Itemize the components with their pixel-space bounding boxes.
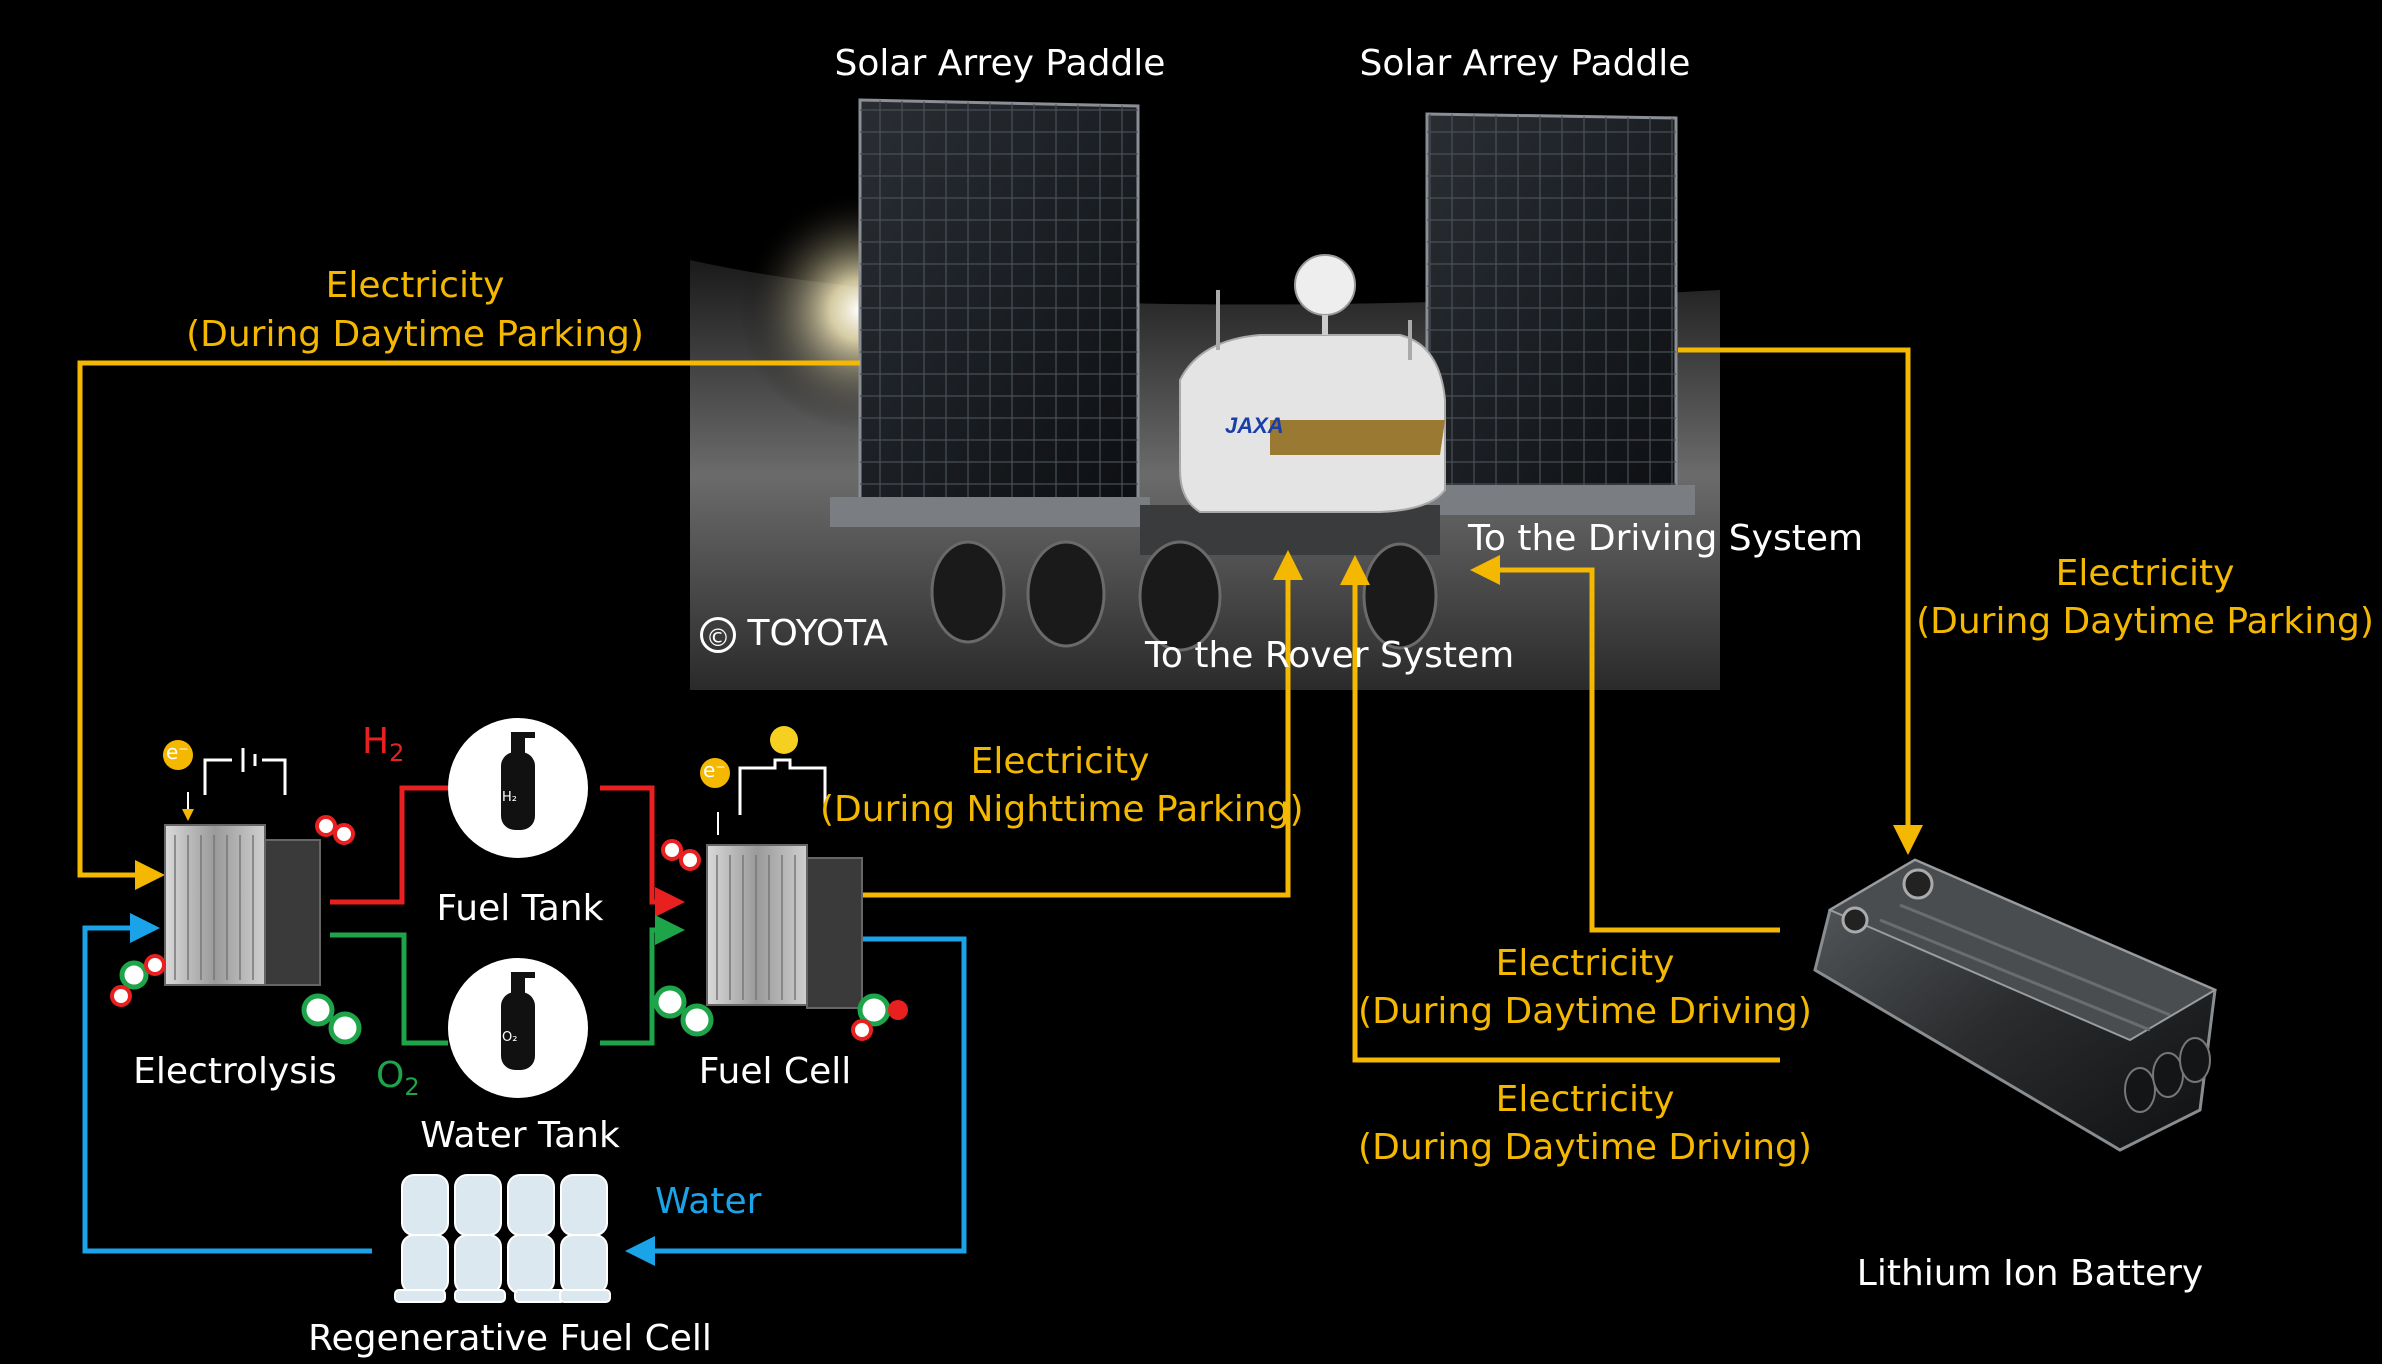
rover-wheels bbox=[930, 540, 1438, 652]
oxygen-lines bbox=[330, 915, 685, 1046]
line-h2-to-fuelcell bbox=[600, 785, 685, 917]
water-bottles-icon bbox=[394, 1174, 611, 1303]
lithium-ion-battery-label: Lithium Ion Battery bbox=[1856, 1253, 2204, 1294]
water-tank-label: Water Tank bbox=[420, 1115, 620, 1156]
elec-night-parking-line1: Electricity bbox=[970, 741, 1150, 782]
line-daytime-parking-right bbox=[1678, 347, 1923, 855]
water-label: Water bbox=[655, 1181, 762, 1222]
to-rover-system-label: To the Rover System bbox=[1145, 635, 1515, 676]
line-water-out bbox=[82, 913, 372, 1254]
electron-icon-fuelcell: e⁻ bbox=[703, 758, 726, 782]
elec-night-parking-line2: (During Nighttime Parking) bbox=[820, 789, 1304, 830]
fuel-tank-icon bbox=[448, 718, 588, 858]
elec-day-driving-2-line2: (During Daytime Driving) bbox=[1358, 1127, 1812, 1168]
fuel-cell-label: Fuel Cell bbox=[698, 1051, 852, 1092]
elec-day-parking-left-line2: (During Daytime Parking) bbox=[186, 314, 644, 355]
molecule-icons bbox=[110, 740, 908, 1045]
hydrogen-lines bbox=[330, 785, 685, 917]
h2-label: H2 bbox=[362, 721, 405, 768]
elec-day-parking-left-line1: Electricity bbox=[325, 265, 505, 306]
elec-day-driving-2-line1: Electricity bbox=[1495, 1079, 1675, 1120]
water-tank-icon bbox=[448, 958, 588, 1098]
line-o2-to-tank bbox=[330, 932, 448, 1046]
line-h2-to-tank bbox=[330, 785, 448, 905]
toyota-label: TOYOTA bbox=[747, 613, 888, 654]
copyright-icon: © bbox=[700, 617, 736, 653]
water-tank-symbol: O₂ bbox=[502, 1030, 518, 1045]
o2-label: O2 bbox=[376, 1055, 420, 1102]
electrolysis-stack bbox=[164, 748, 321, 986]
elec-day-driving-1-line1: Electricity bbox=[1495, 943, 1675, 984]
line-nighttime-parking bbox=[862, 550, 1303, 898]
line-o2-to-fuelcell bbox=[600, 915, 685, 1046]
solar-paddle-left-label: Solar Arrey Paddle bbox=[834, 43, 1166, 84]
antenna-dish bbox=[1294, 254, 1356, 316]
rover-photo: JAXA bbox=[680, 0, 1720, 690]
electrolysis-label: Electrolysis bbox=[133, 1051, 337, 1092]
electron-icon-electrolysis: e⁻ bbox=[166, 740, 189, 764]
elec-day-parking-right-line1: Electricity bbox=[2055, 553, 2235, 594]
line-daytime-parking-left bbox=[77, 360, 860, 890]
regenerative-fuel-cell-label: Regenerative Fuel Cell bbox=[308, 1318, 712, 1359]
toyota-copyright: © TOYOTA bbox=[700, 610, 888, 659]
water-lines bbox=[82, 913, 967, 1266]
to-driving-system-label: To the Driving System bbox=[1468, 518, 1864, 559]
fuel-tank-symbol: H₂ bbox=[502, 790, 517, 805]
solar-paddle-right-label: Solar Arrey Paddle bbox=[1359, 43, 1691, 84]
line-water-in bbox=[625, 936, 967, 1266]
lightbulb-icon bbox=[770, 726, 798, 754]
fuelcell-stack bbox=[706, 726, 863, 1009]
elec-day-driving-1-line2: (During Daytime Driving) bbox=[1358, 991, 1812, 1032]
lithium-ion-battery-icon bbox=[1813, 858, 2218, 1152]
line-daytime-driving-2 bbox=[1340, 555, 1780, 1063]
line-daytime-driving-1 bbox=[1470, 555, 1780, 933]
elec-day-parking-right-line2: (During Daytime Parking) bbox=[1916, 601, 2374, 642]
electricity-lines bbox=[77, 347, 1923, 1063]
jaxa-logo: JAXA bbox=[1225, 413, 1284, 438]
solar-panel-left bbox=[830, 98, 1150, 527]
fuel-tank-label: Fuel Tank bbox=[436, 888, 604, 929]
solar-panel-right bbox=[1420, 112, 1695, 515]
